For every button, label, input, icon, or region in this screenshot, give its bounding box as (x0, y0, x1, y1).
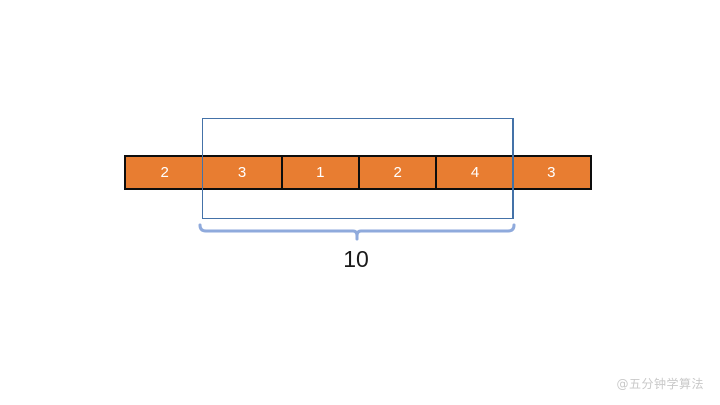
watermark: @五分钟学算法 (616, 377, 704, 391)
sum-value: 10 (343, 246, 369, 272)
selection-rect-right-edge (513, 118, 514, 219)
array-bar: 2 3 1 2 4 3 (124, 155, 592, 190)
array-cell[interactable]: 4 (435, 157, 513, 188)
array-cell[interactable]: 3 (512, 157, 591, 188)
array-cell-value: 2 (393, 164, 402, 181)
array-cell-value: 3 (237, 164, 247, 181)
array-cell-value: 4 (470, 164, 480, 181)
array-cell-value: 2 (160, 164, 169, 181)
selection-rect-left-edge (202, 118, 203, 219)
array-cell[interactable]: 1 (280, 157, 358, 188)
array-cell[interactable]: 3 (203, 157, 281, 188)
array-cell[interactable]: 2 (358, 157, 436, 188)
array-cell[interactable]: 2 (126, 157, 204, 188)
array-cell-value: 1 (316, 164, 325, 181)
sum-brace (198, 222, 518, 242)
sum-label: 10 (0, 248, 718, 271)
array-cell-value: 3 (547, 164, 556, 181)
